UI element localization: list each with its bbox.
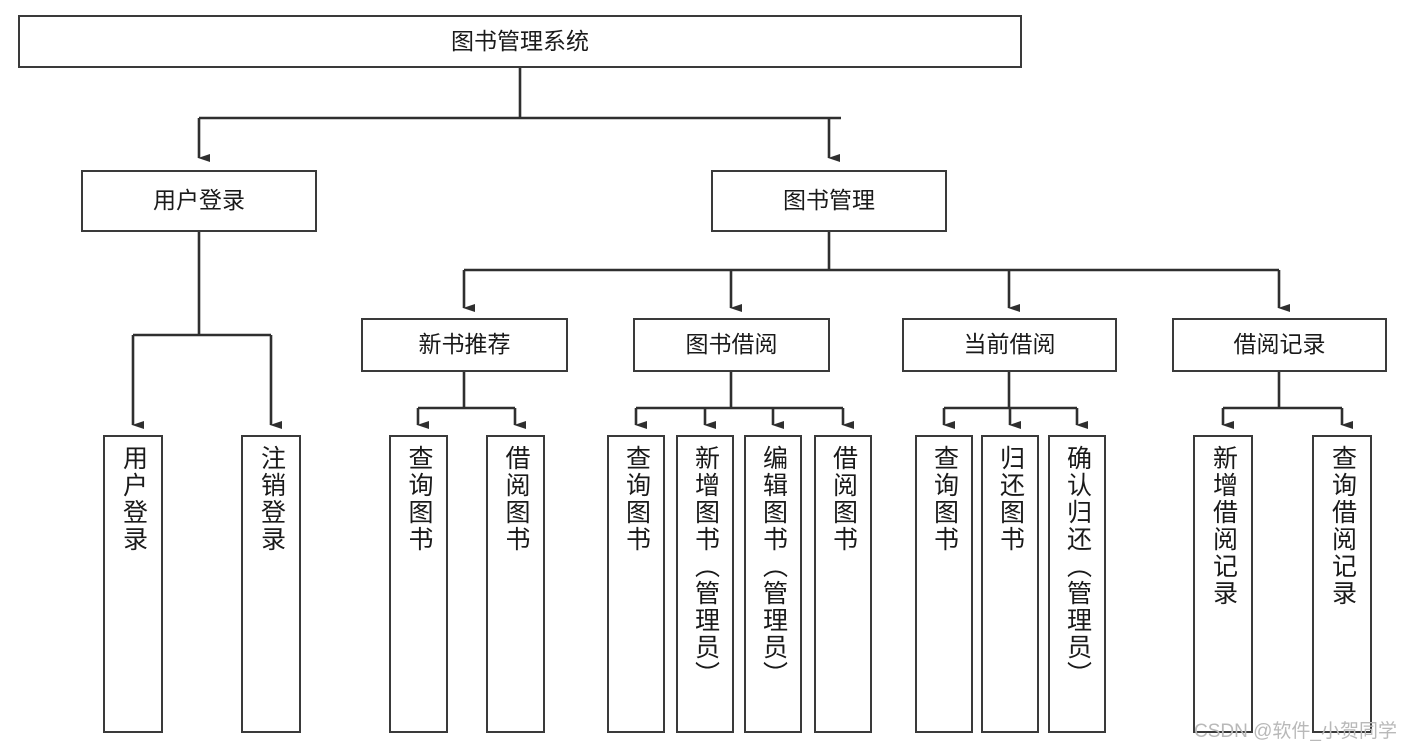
leaf-label: 新增图书（管理员）	[691, 445, 720, 688]
node-user-login-label: 用户登录	[153, 187, 245, 214]
leaf-label: 查询图书	[930, 445, 959, 553]
leaf-label: 归还图书	[996, 445, 1025, 553]
leaf-borrow-add-admin[interactable]: 新增图书（管理员）	[676, 435, 734, 733]
leaf-label: 查询借阅记录	[1328, 445, 1357, 607]
node-new-book-recommend-label: 新书推荐	[418, 331, 511, 358]
leaf-label: 借阅图书	[502, 445, 530, 553]
leaf-user-login-login[interactable]: 用户登录	[103, 435, 163, 733]
leaf-borrow-borrow-book[interactable]: 借阅图书	[814, 435, 872, 733]
leaf-records-query[interactable]: 查询借阅记录	[1312, 435, 1372, 733]
node-current-borrow[interactable]: 当前借阅	[902, 318, 1117, 372]
leaf-new-book-borrow[interactable]: 借阅图书	[486, 435, 545, 733]
node-new-book-recommend[interactable]: 新书推荐	[361, 318, 568, 372]
leaf-borrow-query[interactable]: 查询图书	[607, 435, 665, 733]
node-current-borrow-label: 当前借阅	[963, 331, 1056, 358]
leaf-label: 确认归还（管理员）	[1063, 445, 1092, 688]
leaf-new-book-query[interactable]: 查询图书	[389, 435, 448, 733]
leaf-label: 借阅图书	[829, 445, 858, 553]
node-book-borrow-label: 图书借阅	[685, 331, 778, 358]
node-borrow-records[interactable]: 借阅记录	[1172, 318, 1387, 372]
leaf-current-return[interactable]: 归还图书	[981, 435, 1039, 733]
node-user-login[interactable]: 用户登录	[81, 170, 317, 232]
leaf-user-login-logout[interactable]: 注销登录	[241, 435, 301, 733]
node-root-label: 图书管理系统	[451, 27, 589, 54]
leaf-label: 用户登录	[119, 445, 148, 553]
leaf-records-add[interactable]: 新增借阅记录	[1193, 435, 1253, 733]
leaf-label: 注销登录	[257, 445, 286, 553]
leaf-label: 查询图书	[622, 445, 651, 553]
leaf-borrow-edit-admin[interactable]: 编辑图书（管理员）	[744, 435, 802, 733]
node-borrow-records-label: 借阅记录	[1233, 331, 1326, 358]
leaf-current-query[interactable]: 查询图书	[915, 435, 973, 733]
leaf-label: 编辑图书（管理员）	[759, 445, 788, 688]
node-root[interactable]: 图书管理系统	[18, 15, 1022, 68]
leaf-label: 新增借阅记录	[1209, 445, 1238, 607]
leaf-label: 查询图书	[405, 445, 433, 553]
node-book-borrow[interactable]: 图书借阅	[633, 318, 830, 372]
node-book-management-label: 图书管理	[783, 187, 875, 214]
leaf-current-confirm-return-admin[interactable]: 确认归还（管理员）	[1048, 435, 1106, 733]
node-book-management[interactable]: 图书管理	[711, 170, 947, 232]
